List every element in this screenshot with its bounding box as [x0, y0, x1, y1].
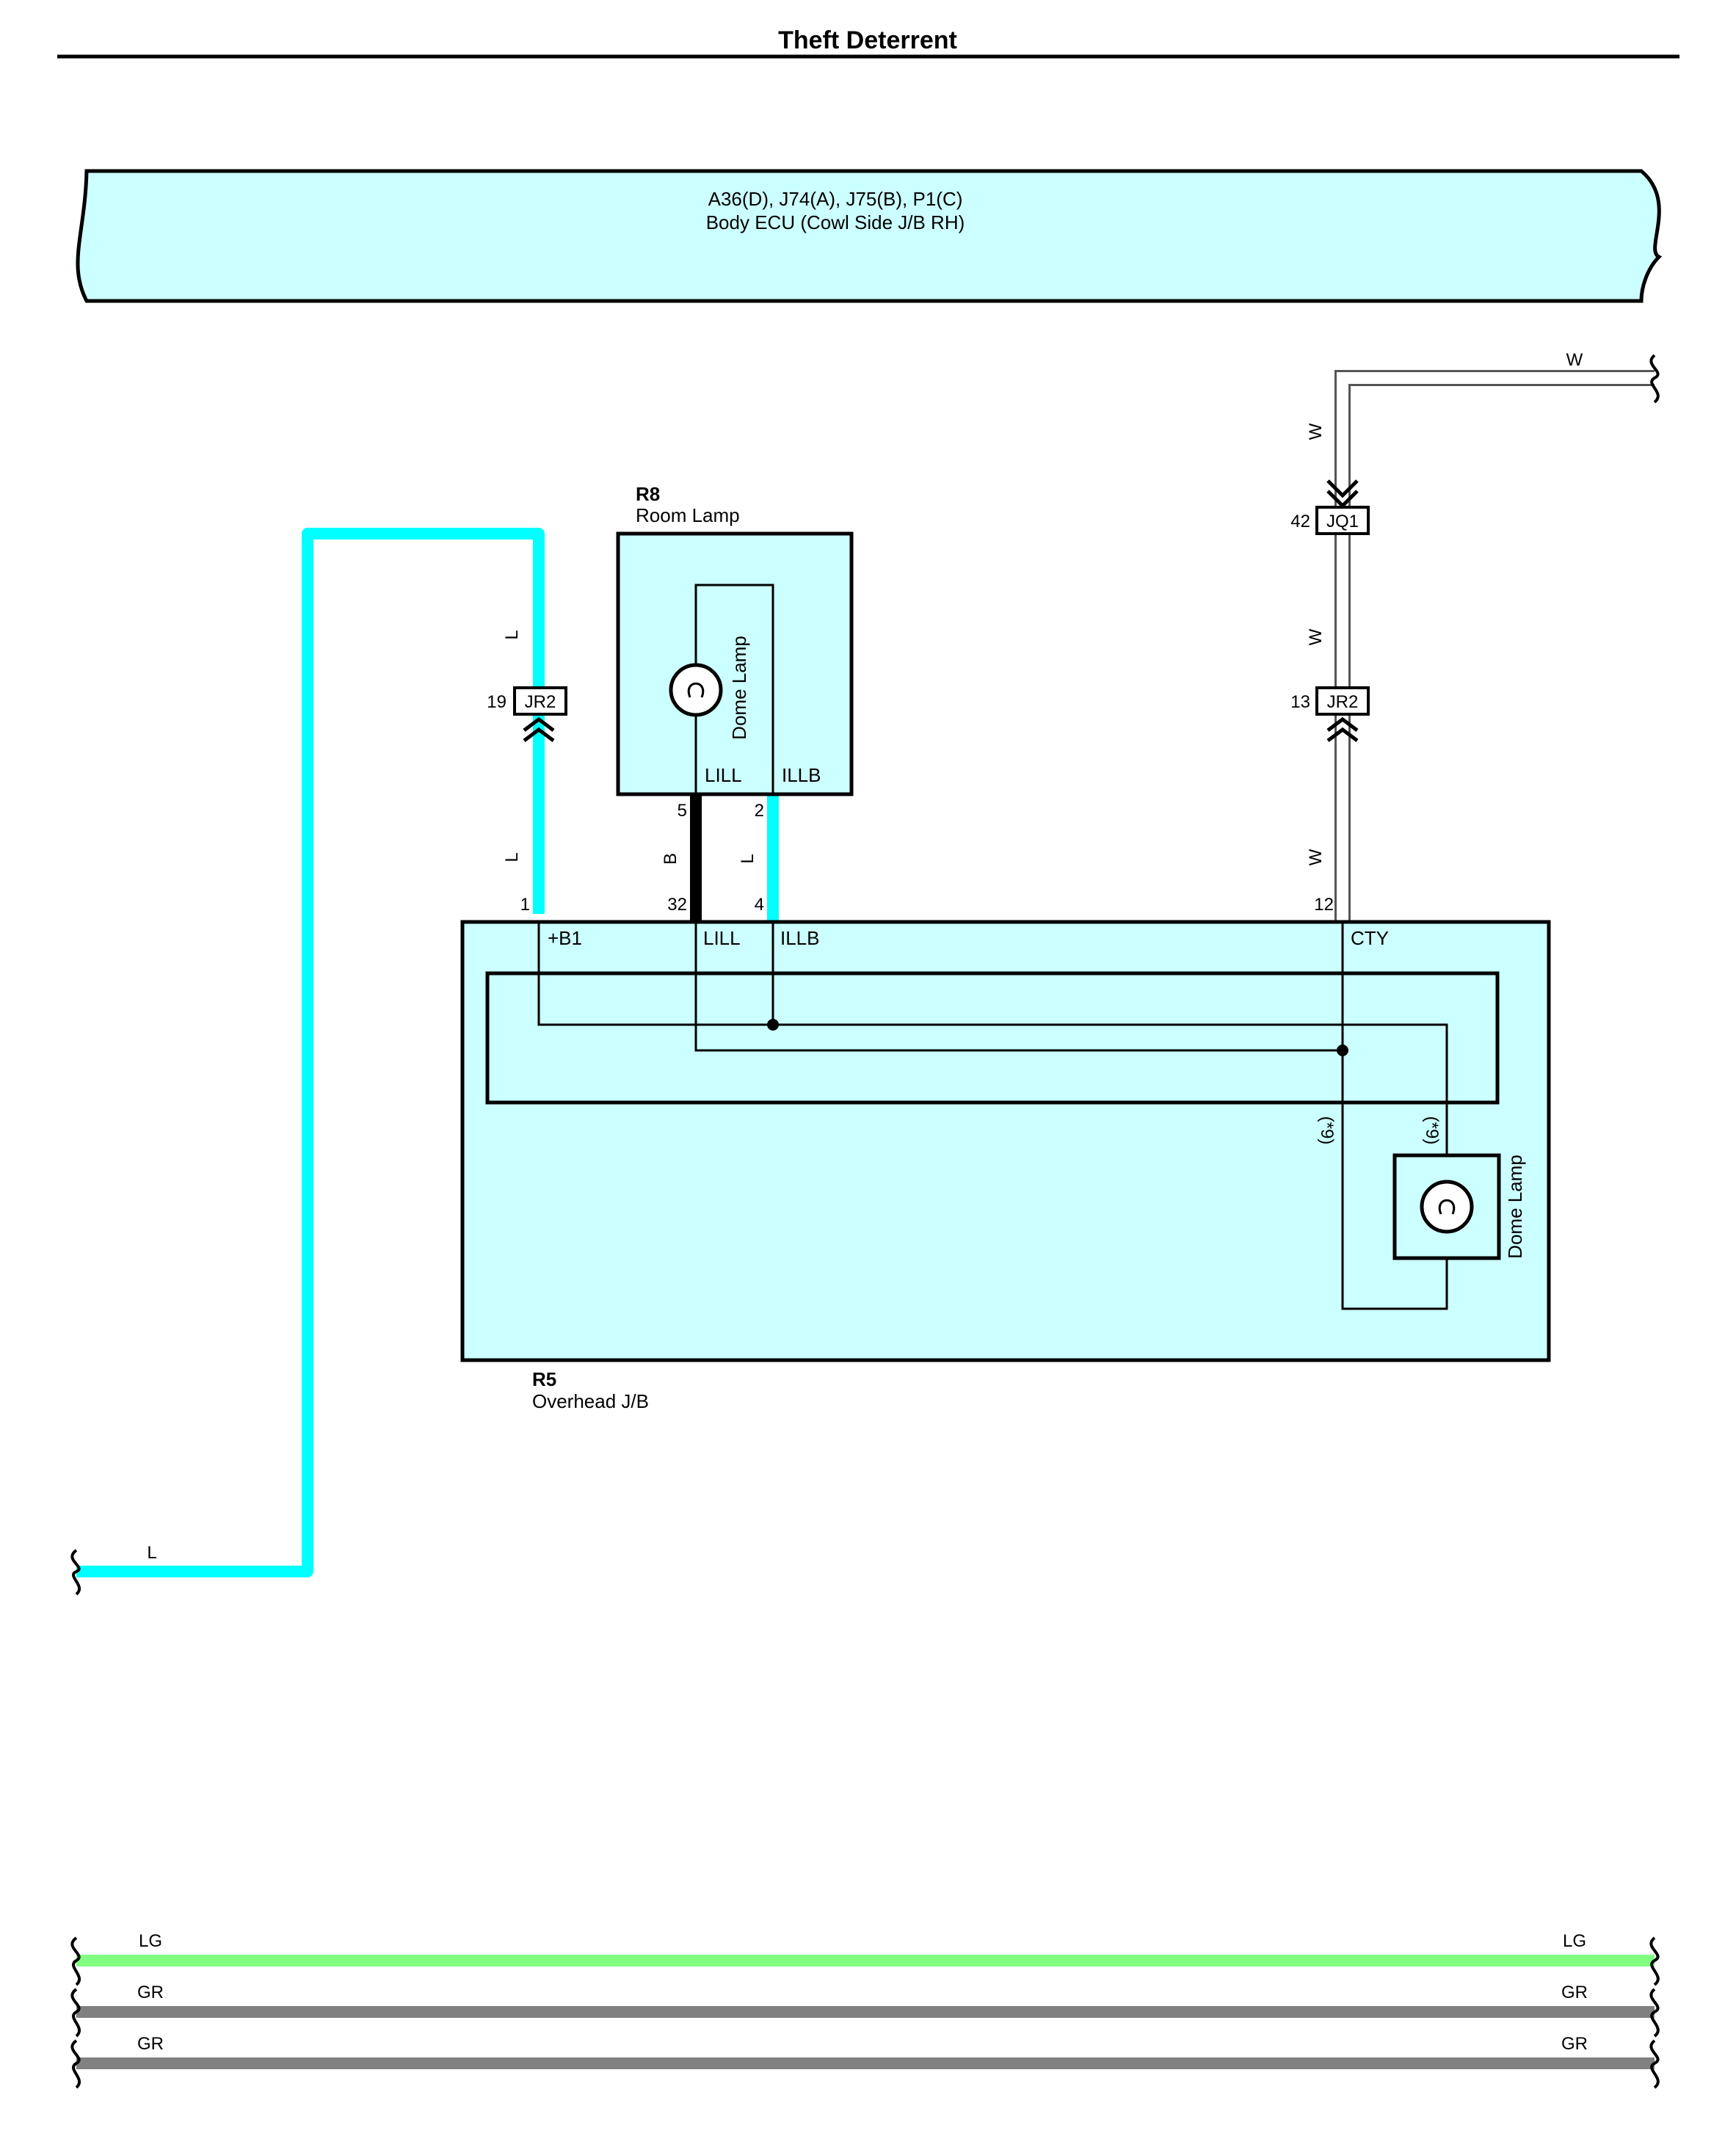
connector-jr2-left-pin: 19 [487, 692, 506, 712]
wire-break [1649, 1936, 1660, 1986]
wire-color-right-mid: W [1306, 628, 1326, 645]
overhead-jb-pin-lill: LILL [703, 927, 741, 949]
connector-jq1-pin: 42 [1290, 512, 1310, 531]
overhead-dome-lamp-label: Dome Lamp [1504, 1155, 1526, 1259]
bus-gr-2-label-right: GR [1561, 2034, 1588, 2054]
wire-color-right-top-v: W [1306, 423, 1326, 440]
connector-chevron [523, 727, 555, 742]
pin-r5-illb: 4 [755, 895, 764, 915]
dome-lamp-bulb-icon [1420, 1180, 1474, 1234]
connector-jq1[interactable]: JQ1 42 [1290, 479, 1370, 535]
pin-r5-lill: 32 [667, 895, 687, 915]
room-lamp-id: R8 [636, 483, 660, 505]
room-lamp-pin-lill: LILL [705, 764, 742, 786]
wire-right-w: W W W W [1306, 350, 1660, 920]
dome-lamp-bulb-icon [669, 663, 723, 717]
body-ecu-ids: A36(D), J74(A), J75(B), P1(C) [708, 188, 963, 210]
wire-color-right-top-h: W [1566, 350, 1583, 370]
pin-r8-lill: 5 [678, 801, 687, 821]
wire-color-left-bottom: L [147, 1543, 156, 1563]
wire-left-l: L L L [70, 528, 545, 1596]
connector-jr2-left-label: JR2 [525, 692, 556, 712]
wire-break [1649, 1988, 1660, 2038]
overhead-jb-inner-box [485, 971, 1500, 1105]
connector-jq1-label: JQ1 [1326, 512, 1359, 531]
wire-color-left-upper: L [502, 630, 522, 639]
bus-gr-1-label-left: GR [137, 1983, 164, 2002]
wire-break [70, 1936, 81, 1986]
connector-chevron [1326, 479, 1359, 498]
wire-color-left-lower: L [502, 852, 522, 862]
overhead-jb-note-left: (*9) [1317, 1116, 1337, 1145]
wire-right-w-core [1337, 372, 1655, 920]
connector-chevron [1326, 716, 1359, 732]
jb-internal-lill [694, 922, 1343, 1052]
connector-jr2-left[interactable]: JR2 19 [487, 686, 567, 742]
bus-gr-2-label-left: GR [137, 2034, 164, 2054]
overhead-jb-note-right: (*9) [1422, 1116, 1442, 1145]
pin-r5-b1: 1 [520, 895, 530, 915]
wire-color-center-l: L [738, 854, 758, 863]
room-lamp-pin-illb: ILLB [782, 764, 821, 786]
body-ecu-box [76, 169, 1663, 303]
pin-r5-cty: 12 [1314, 895, 1334, 915]
overhead-jb-box [460, 920, 1551, 1362]
room-lamp-bulb-label: Dome Lamp [728, 636, 750, 740]
connector-jr2-right[interactable]: JR2 13 [1290, 686, 1370, 742]
connector-chevron [523, 716, 555, 732]
body-ecu-name: Body ECU (Cowl Side J/B RH) [706, 211, 965, 233]
splice-point [767, 1019, 779, 1031]
body-ecu[interactable]: A36(D), J74(A), J75(B), P1(C) Body ECU (… [76, 169, 1663, 303]
overhead-jb-r5[interactable]: +B1 LILL ILLB CTY (*9) (*9) Dome Lamp R5… [460, 920, 1551, 1412]
overhead-jb-name: Overhead J/B [532, 1390, 649, 1412]
pin-r8-illb: 2 [755, 801, 764, 821]
wire-color-right-low: W [1306, 849, 1326, 865]
wire-break [1649, 2039, 1660, 2089]
overhead-jb-pin-illb: ILLB [780, 927, 820, 949]
wire-left-break [70, 1549, 81, 1596]
bus-gr-1: GR GR [70, 1983, 1660, 2038]
bulb-filament-icon [1438, 1199, 1456, 1215]
page-title: Theft Deterrent [778, 26, 957, 54]
wire-right-w-outline [1334, 370, 1655, 920]
room-lamp-name: Room Lamp [636, 504, 740, 526]
bus-lg-label-left: LG [139, 1931, 162, 1951]
room-lamp-r8[interactable]: R8 Room Lamp Dome Lamp LILL ILLB [616, 483, 854, 796]
room-lamp-box [616, 531, 854, 796]
bulb-filament-icon [687, 682, 705, 698]
wire-right-break [1649, 354, 1660, 404]
bus-lg: LG LG [70, 1931, 1660, 1986]
connector-jr2-right-pin: 13 [1290, 692, 1310, 712]
connector-chevron [1326, 727, 1359, 742]
bus-gr-1-label-right: GR [1561, 1983, 1588, 2002]
wire-break [70, 1988, 81, 2038]
wire-color-center-b: B [661, 853, 680, 865]
overhead-jb-pin-cty: CTY [1351, 927, 1389, 949]
bus-lg-label-right: LG [1563, 1931, 1586, 1951]
overhead-jb-id: R5 [532, 1368, 556, 1390]
wire-break [70, 2039, 81, 2089]
connector-jr2-right-label: JR2 [1327, 692, 1359, 712]
bus-gr-2: GR GR [70, 2034, 1660, 2089]
connector-jr2-right-box [1315, 686, 1370, 716]
connector-jr2-left-box [513, 686, 567, 716]
connector-jq1-box [1315, 506, 1370, 535]
overhead-jb-pin-b1: +B1 [548, 927, 582, 949]
wire-left-l-path [76, 528, 545, 1577]
splice-point [1337, 1045, 1348, 1056]
